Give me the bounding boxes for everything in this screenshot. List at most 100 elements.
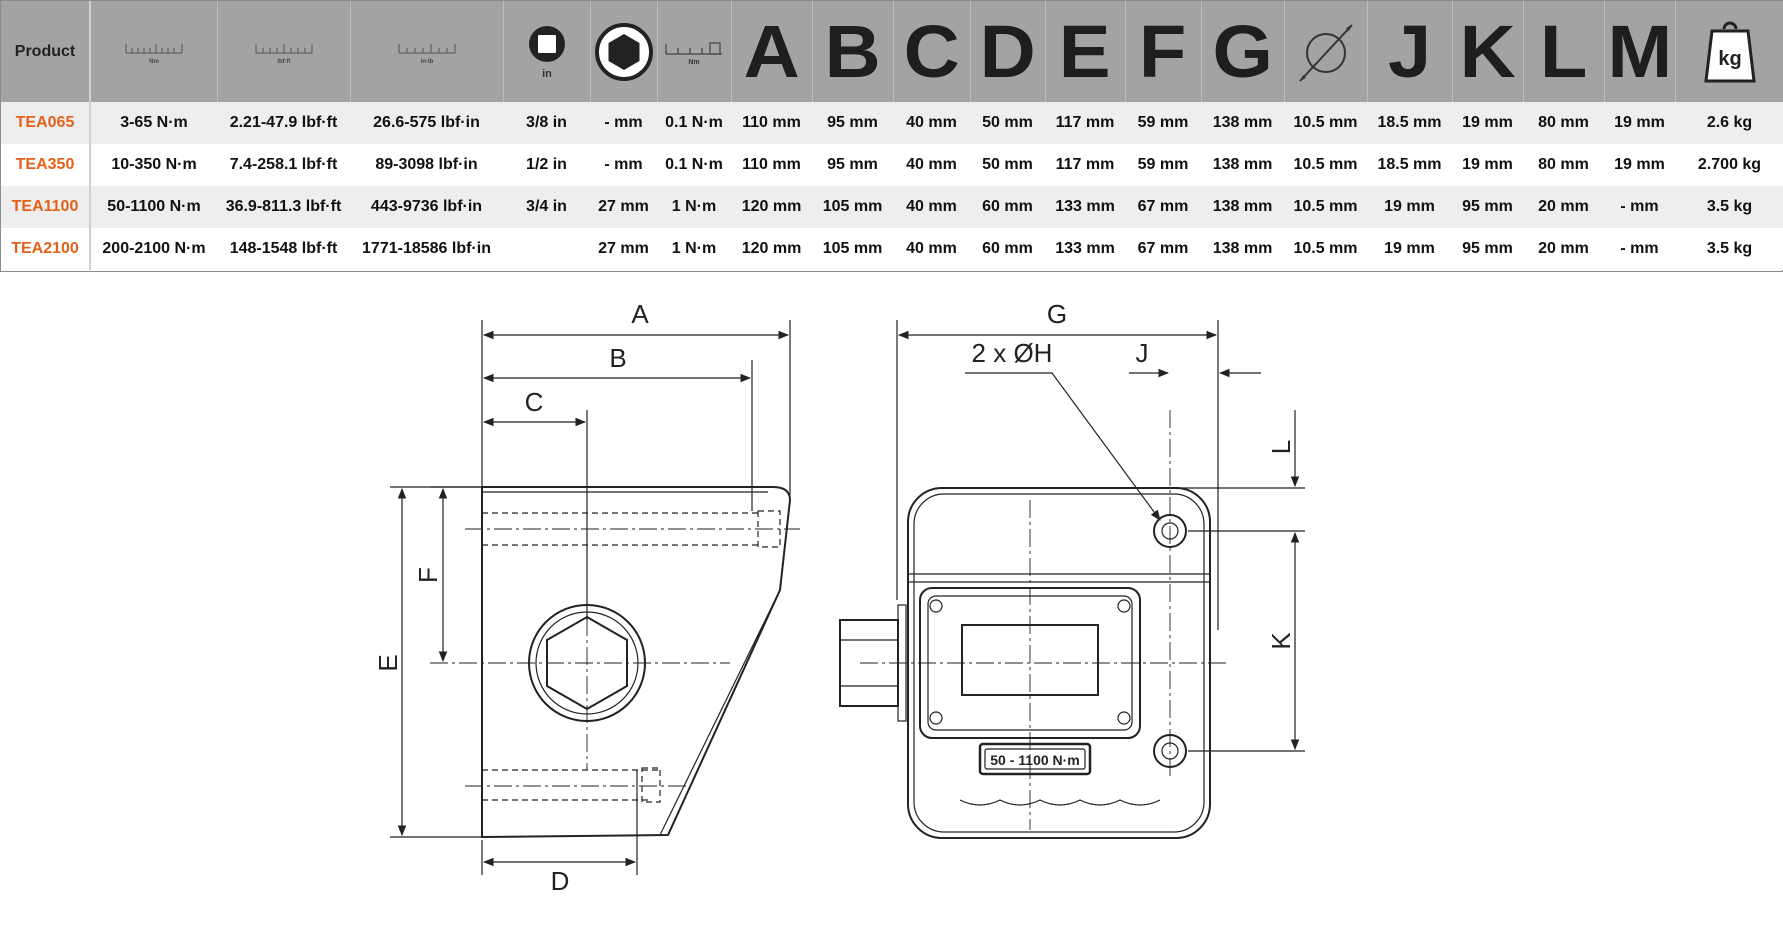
cell-lbfin: 89-3098 lbf·in	[350, 144, 503, 186]
dimension-H-note: 2 x ØH	[972, 338, 1053, 368]
dimension-E-label: E	[373, 654, 403, 671]
dimension-C-label: C	[525, 387, 544, 417]
technical-drawing: A B C D E F	[340, 299, 1360, 900]
table-row: TEA350 10-350 N·m 7.4-258.1 lbf·ft 89-30…	[1, 144, 1783, 186]
column-header-L: L	[1523, 1, 1605, 102]
table-header-row: Product Nm	[1, 1, 1783, 102]
cell-C: 40 mm	[893, 102, 970, 144]
column-header-M: M	[1604, 1, 1676, 102]
cell-hex: - mm	[590, 102, 657, 144]
cell-M: 19 mm	[1604, 144, 1675, 186]
column-header-E: E	[1045, 1, 1126, 102]
cell-G: 138 mm	[1201, 144, 1284, 186]
cell-D: 50 mm	[970, 144, 1045, 186]
column-header-B: B	[812, 1, 894, 102]
cell-resolution: 0.1 N·m	[657, 102, 731, 144]
table-row: TEA065 3-65 N·m 2.21-47.9 lbf·ft 26.6-57…	[1, 102, 1783, 144]
column-header-K: K	[1452, 1, 1524, 102]
cell-nm: 10-350 N·m	[90, 144, 217, 186]
cell-M: - mm	[1604, 186, 1675, 228]
cell-B: 95 mm	[812, 102, 893, 144]
cell-resolution: 1 N·m	[657, 228, 731, 270]
column-header-G: G	[1201, 1, 1285, 102]
cell-nm: 200-2100 N·m	[90, 228, 217, 270]
square-drive-icon: in	[503, 1, 591, 102]
square-drive-unit: in	[542, 68, 552, 80]
cell-L: 20 mm	[1523, 228, 1604, 270]
cell-M: 19 mm	[1604, 102, 1675, 144]
dimension-K-label: K	[1266, 632, 1296, 650]
cell-lbfft: 2.21-47.9 lbf·ft	[217, 102, 350, 144]
cell-hex: - mm	[590, 144, 657, 186]
cell-K: 95 mm	[1452, 228, 1523, 270]
dimension-G-label: G	[1047, 300, 1067, 329]
cell-J: 19 mm	[1367, 186, 1452, 228]
product-name: TEA350	[1, 144, 91, 186]
cell-lbfft: 7.4-258.1 lbf·ft	[217, 144, 350, 186]
nm-scale-icon: Nm	[90, 1, 218, 102]
cell-A: 110 mm	[731, 144, 812, 186]
cell-weight: 3.5 kg	[1675, 186, 1783, 228]
cell-F: 59 mm	[1125, 144, 1201, 186]
side-view	[390, 320, 800, 875]
cell-G: 138 mm	[1201, 228, 1284, 270]
cell-L: 80 mm	[1523, 102, 1604, 144]
cell-B: 105 mm	[812, 186, 893, 228]
cell-drive	[503, 228, 590, 270]
cell-F: 59 mm	[1125, 102, 1201, 144]
product-column-header: Product	[1, 1, 91, 102]
cell-A: 110 mm	[731, 102, 812, 144]
cell-B: 105 mm	[812, 228, 893, 270]
resolution-scale-icon: Nm	[657, 1, 732, 102]
cell-G: 138 mm	[1201, 102, 1284, 144]
cell-A: 120 mm	[731, 228, 812, 270]
product-name: TEA2100	[1, 228, 91, 270]
lbfin-scale-unit: in·lb	[420, 59, 433, 65]
dimension-B-label: B	[609, 343, 626, 373]
spec-table: Product Nm	[0, 0, 1783, 272]
cell-B: 95 mm	[812, 144, 893, 186]
cell-lbfft: 148-1548 lbf·ft	[217, 228, 350, 270]
column-header-C: C	[893, 1, 971, 102]
lbfft-scale-unit: lbf·ft	[277, 59, 290, 65]
cell-A: 120 mm	[731, 186, 812, 228]
cell-resolution: 0.1 N·m	[657, 144, 731, 186]
cell-C: 40 mm	[893, 228, 970, 270]
cell-weight: 2.700 kg	[1675, 144, 1783, 186]
cell-weight: 3.5 kg	[1675, 228, 1783, 270]
cell-G: 138 mm	[1201, 186, 1284, 228]
column-header-D: D	[970, 1, 1046, 102]
cell-J: 19 mm	[1367, 228, 1452, 270]
cell-E: 117 mm	[1045, 102, 1125, 144]
lbfin-scale-icon: in·lb	[350, 1, 504, 102]
cell-lbfin: 443-9736 lbf·in	[350, 186, 503, 228]
front-view-labels: G 2 x ØH J L K 50 - 1100 N·m	[972, 299, 1296, 768]
weight-icon: kg	[1675, 1, 1783, 102]
cell-C: 40 mm	[893, 186, 970, 228]
cell-H: 10.5 mm	[1284, 144, 1367, 186]
table-row: TEA2100 200-2100 N·m 148-1548 lbf·ft 177…	[1, 228, 1783, 270]
cell-resolution: 1 N·m	[657, 186, 731, 228]
cell-H: 10.5 mm	[1284, 102, 1367, 144]
dimension-L-label: L	[1266, 440, 1296, 454]
nameplate-text: 50 - 1100 N·m	[990, 752, 1080, 768]
cell-K: 19 mm	[1452, 144, 1523, 186]
cell-L: 80 mm	[1523, 144, 1604, 186]
cell-H: 10.5 mm	[1284, 186, 1367, 228]
column-header-F: F	[1125, 1, 1202, 102]
nm-scale-unit: Nm	[149, 59, 159, 65]
cell-E: 133 mm	[1045, 228, 1125, 270]
side-view-labels: A B C D E F	[373, 299, 649, 896]
cell-drive: 1/2 in	[503, 144, 590, 186]
weight-unit: kg	[1718, 48, 1741, 70]
cell-nm: 3-65 N·m	[90, 102, 217, 144]
cell-D: 60 mm	[970, 186, 1045, 228]
cell-weight: 2.6 kg	[1675, 102, 1783, 144]
table-row: TEA1100 50-1100 N·m 36.9-811.3 lbf·ft 44…	[1, 186, 1783, 228]
product-name: TEA065	[1, 102, 91, 144]
dimension-A-label: A	[631, 300, 649, 329]
cell-hex: 27 mm	[590, 228, 657, 270]
cell-D: 50 mm	[970, 102, 1045, 144]
cell-K: 19 mm	[1452, 102, 1523, 144]
lbfft-scale-icon: lbf·ft	[217, 1, 351, 102]
